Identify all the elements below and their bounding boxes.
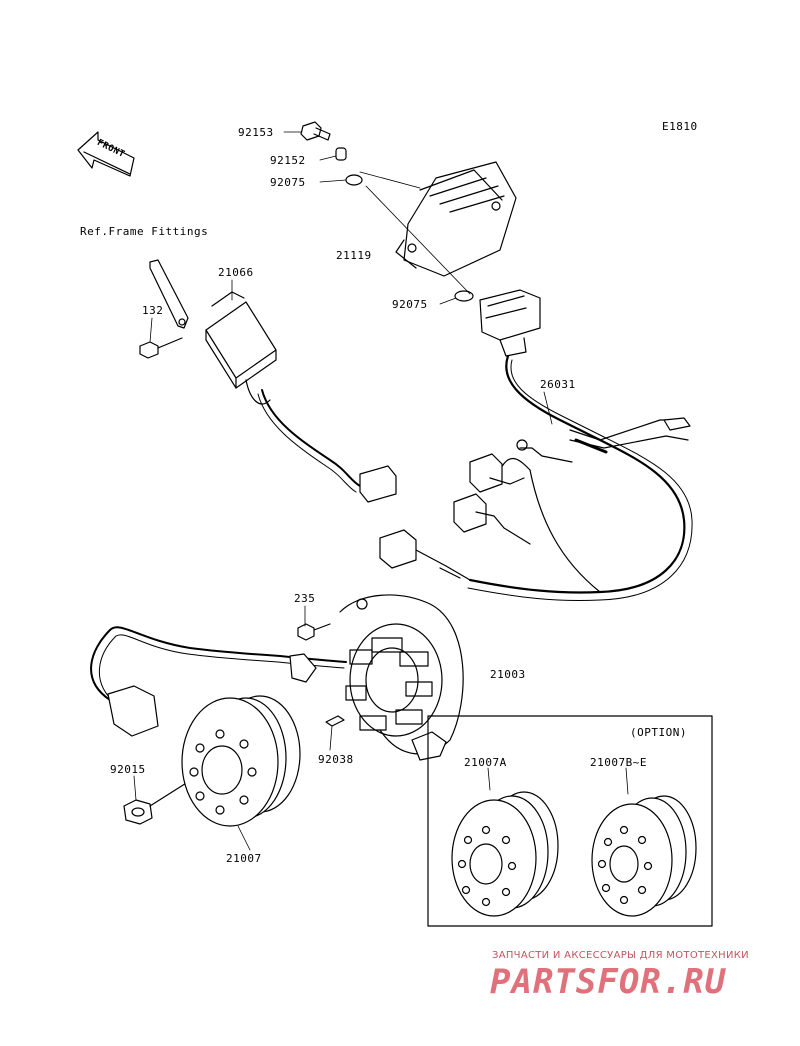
part-92153: 92153 (238, 126, 274, 139)
flywheel-21007-icon (181, 695, 301, 827)
flywheel-21007B-E-icon (591, 795, 697, 917)
part-21007A: 21007A (464, 756, 507, 769)
part-21003: 21003 (490, 668, 526, 681)
grommet-92075-upper-icon (345, 174, 363, 186)
flywheel-21007A-icon (451, 791, 559, 917)
part-21066: 21066 (218, 266, 254, 279)
diagram-code: E1810 (662, 120, 698, 133)
key-92038-icon (325, 715, 345, 727)
part-92015: 92015 (110, 763, 146, 776)
part-21007B-E: 21007B~E (590, 756, 647, 769)
part-26031: 26031 (540, 378, 576, 391)
part-132: 132 (142, 304, 164, 317)
option-label: (OPTION) (630, 726, 687, 739)
part-92075-upper: 92075 (270, 176, 306, 189)
part-21119: 21119 (336, 249, 372, 262)
bolt-92153-icon (300, 121, 331, 141)
regulator-21119-icon (395, 161, 517, 277)
part-235: 235 (294, 592, 316, 605)
regulator-connector-icon (479, 289, 541, 357)
bolt-132-icon (139, 337, 183, 359)
part-92038: 92038 (318, 753, 354, 766)
option-box (427, 715, 713, 927)
stator-21003-icon (90, 594, 464, 761)
part-21007: 21007 (226, 852, 262, 865)
collar-92152-icon (335, 147, 347, 161)
ref-note: Ref.Frame Fittings (80, 225, 209, 238)
front-arrow-icon (77, 131, 135, 177)
grommet-92075-lower-icon (454, 290, 474, 302)
watermark-logo: PARTSFOR.RU (490, 962, 727, 1002)
bolt-235-icon (297, 623, 331, 641)
part-92152: 92152 (270, 154, 306, 167)
watermark-tagline: ЗАПЧАСТИ И АКСЕССУАРЫ ДЛЯ МОТОТЕХНИКИ (492, 950, 749, 961)
cdi-unit-21066-icon (205, 291, 397, 503)
part-92075-lower: 92075 (392, 298, 428, 311)
leader-lines (133, 131, 629, 851)
wire-harness-26031-icon (379, 354, 693, 601)
frame-bracket-icon (149, 259, 189, 329)
